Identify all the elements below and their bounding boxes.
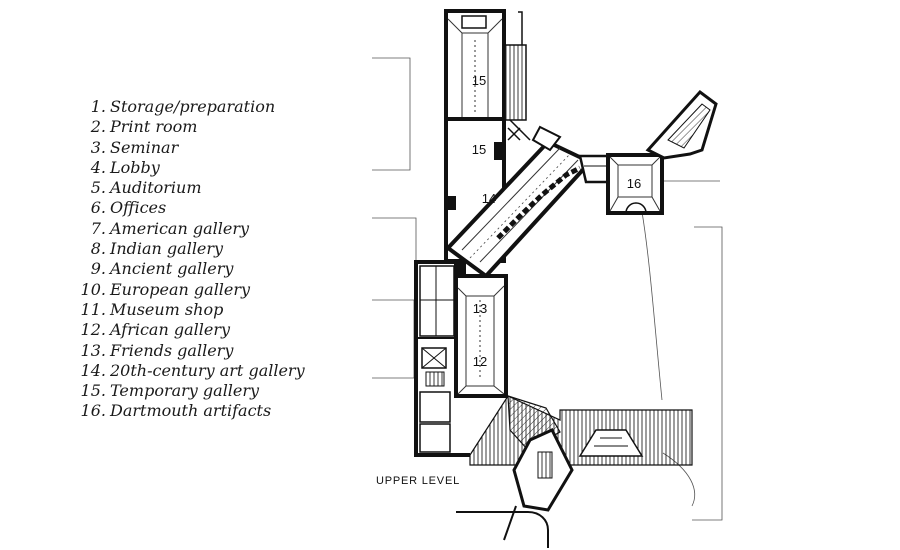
legend-number: 1. [90,97,106,116]
context-outlines [372,57,723,521]
legend-number: 10. [80,279,106,299]
legend-number: 6. [90,198,106,218]
legend-label: Lobby [110,157,160,177]
legend-number: 9. [90,259,106,279]
legend-label: European gallery [110,279,251,299]
legend-item: 15.Temporary gallery [78,381,398,401]
room-label-14: 14 [482,191,496,206]
roof-hatching [469,395,693,466]
legend-label: Museum shop [110,299,224,319]
room-label-12: 12 [473,354,487,369]
legend-label: African gallery [110,320,231,340]
room-label-15b: 15 [472,142,486,157]
legend-label: Seminar [110,137,179,157]
legend-item: 7.American gallery [78,219,398,239]
legend-item: 8.Indian gallery [78,239,398,259]
legend-number: 15. [80,381,106,401]
legend-item: 12.African gallery [78,320,398,340]
legend-number: 11. [80,299,106,319]
legend-label: Ancient gallery [110,259,234,279]
legend-number: 3. [90,137,106,157]
room-label-15a: 15 [472,73,486,88]
northeast-stair [645,89,718,160]
legend-label: Indian gallery [110,239,224,259]
legend-item: 2.Print room [78,117,398,137]
legend-label: Offices [110,198,167,218]
room-legend: 1.Storage/preparation 2.Print room 3.Sem… [78,97,398,422]
service-block [414,260,470,457]
legend-number: 13. [80,340,106,360]
legend-label: 20th-century art gallery [110,360,305,380]
legend-number: 14. [80,360,106,380]
legend-item: 3.Seminar [78,138,398,158]
legend-label: American gallery [110,218,250,238]
level-label: UPPER LEVEL [376,475,460,487]
legend-number: 16. [80,401,106,421]
room-labels: 15 15 14 16 13 12 [472,73,641,369]
legend-item: 9.Ancient gallery [78,259,398,279]
legend-label: Dartmouth artifacts [110,401,272,421]
legend-number: 5. [90,178,106,198]
legend-item: 4.Lobby [78,158,398,178]
legend-label: Storage/preparation [110,97,276,116]
pavilion-16 [606,153,664,215]
legend-number: 12. [80,320,106,340]
connector-to-16 [578,154,610,184]
legend-item: 16.Dartmouth artifacts [78,401,398,421]
south-stair [456,428,574,548]
legend-item: 1.Storage/preparation [78,97,398,117]
legend-item: 5.Auditorium [78,178,398,198]
room-label-13: 13 [473,301,487,316]
legend-item: 6.Offices [78,198,398,218]
north-stair [503,11,531,141]
room-label-16: 16 [627,176,641,191]
legend-item: 14.20th-century art gallery [78,361,398,381]
legend-label: Auditorium [110,178,202,198]
legend-number: 4. [90,157,106,177]
south-wing [454,274,508,398]
legend-label: Friends gallery [110,340,234,360]
legend-item: 13.Friends gallery [78,341,398,361]
legend-number: 2. [90,117,106,137]
legend-item: 10.European gallery [78,280,398,300]
legend-label: Temporary gallery [110,381,260,401]
legend-label: Print room [110,117,198,137]
legend-number: 8. [90,239,106,259]
legend-item: 11.Museum shop [78,300,398,320]
legend-number: 7. [90,218,106,238]
